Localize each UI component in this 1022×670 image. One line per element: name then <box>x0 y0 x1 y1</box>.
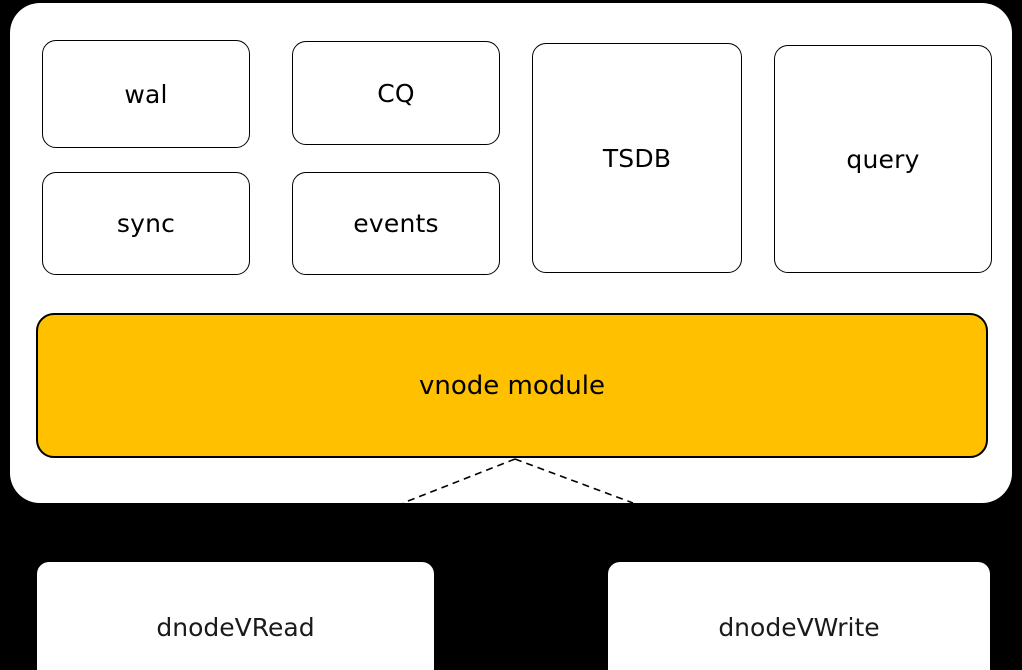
module-label-tsdb: TSDB <box>602 143 672 173</box>
dnode-label-dnodevread: dnodeVRead <box>156 612 315 642</box>
module-box-wal[interactable]: wal <box>42 40 250 148</box>
module-box-events[interactable]: events <box>292 172 500 275</box>
vnode-module-label: vnode module <box>419 370 605 401</box>
module-label-cq: CQ <box>377 78 415 108</box>
module-box-sync[interactable]: sync <box>42 172 250 275</box>
dnode-box-dnodevwrite[interactable]: dnodeVWrite <box>608 562 990 670</box>
vnode-module-bar[interactable]: vnode module <box>36 313 988 458</box>
module-label-query: query <box>846 144 920 174</box>
dnode-label-dnodevwrite: dnodeVWrite <box>718 612 880 642</box>
module-box-tsdb[interactable]: TSDB <box>532 43 742 273</box>
module-box-query[interactable]: query <box>774 45 992 273</box>
module-box-cq[interactable]: CQ <box>292 41 500 145</box>
module-label-wal: wal <box>124 79 168 109</box>
module-label-events: events <box>353 209 439 238</box>
module-label-sync: sync <box>116 209 176 238</box>
dnode-box-dnodevread[interactable]: dnodeVRead <box>37 562 434 670</box>
